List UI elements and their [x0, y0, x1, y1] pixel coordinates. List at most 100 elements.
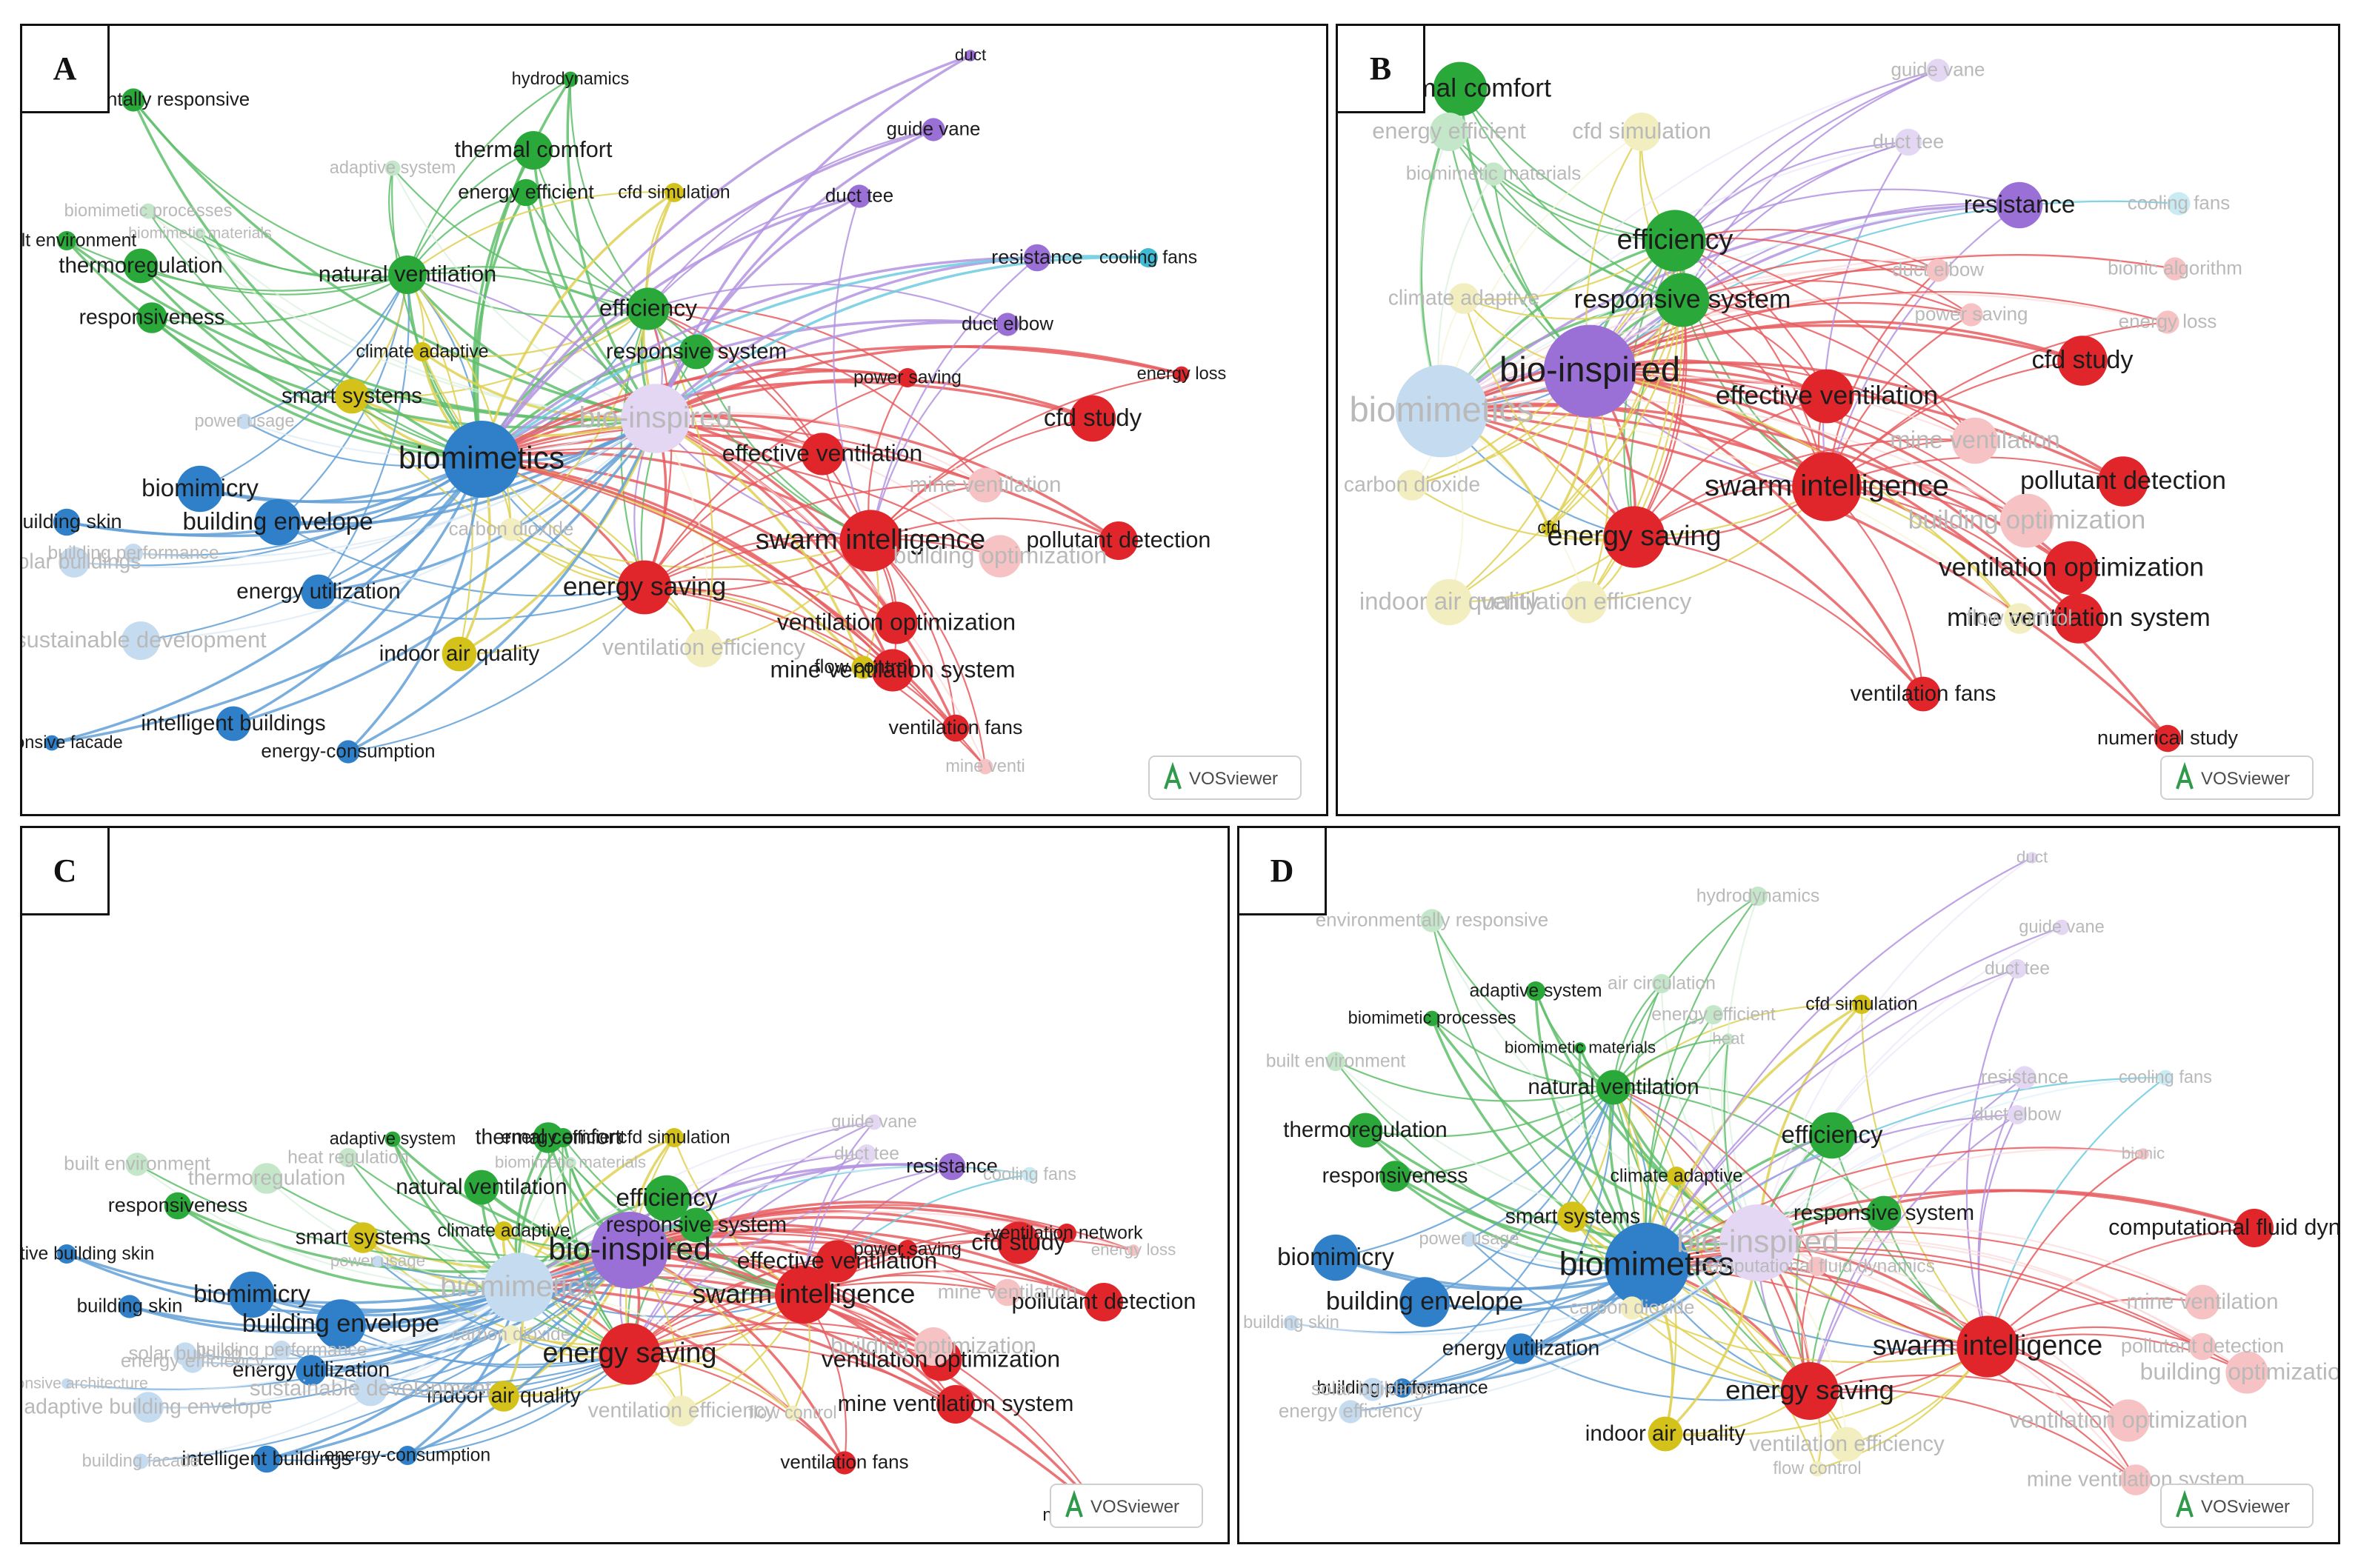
node-biomimetics[interactable]	[484, 1252, 553, 1322]
node-biomimetic-materials[interactable]	[1574, 1042, 1586, 1054]
node-heat-regulation[interactable]	[339, 1148, 358, 1167]
node-mine-ventilation[interactable]	[1951, 417, 1999, 464]
node-biomimicry[interactable]	[228, 1271, 276, 1318]
node-energy-loss[interactable]	[1173, 366, 1190, 382]
node-pollutant-detection[interactable]	[1099, 521, 1138, 560]
node-guide-vane[interactable]	[1926, 59, 1950, 82]
node-thermoregulation[interactable]	[1348, 1112, 1383, 1148]
node-flow-control[interactable]	[1809, 1461, 1825, 1477]
node-biomimicry[interactable]	[176, 465, 224, 513]
node-flow-control[interactable]	[785, 1405, 801, 1421]
node-bio-inspired[interactable]	[621, 384, 690, 453]
node-numerical-study[interactable]	[2154, 724, 2182, 753]
node-bio-inspired[interactable]	[591, 1212, 668, 1289]
node-cfd-simulation[interactable]	[1622, 113, 1661, 151]
node-building-facade[interactable]	[133, 1453, 149, 1469]
node-power-usage[interactable]	[1461, 1231, 1477, 1247]
node-energy-saving[interactable]	[599, 1323, 661, 1385]
node-ventilation-fans[interactable]	[1905, 676, 1941, 712]
node-building-performance[interactable]	[272, 1341, 291, 1360]
node-energy-efficient[interactable]	[1430, 113, 1468, 151]
node-duct-tee[interactable]	[1894, 128, 1922, 156]
node-indoor-air-quality[interactable]	[1648, 1416, 1683, 1452]
node-duct[interactable]	[2026, 852, 2038, 864]
node-responsive-system[interactable]	[679, 1207, 714, 1243]
node-carbon-dioxide[interactable]	[499, 518, 523, 541]
node-thermal-comfort[interactable]	[533, 1122, 564, 1153]
node-swarm-intelligence[interactable]	[775, 1266, 833, 1324]
node-adaptive-system[interactable]	[1526, 981, 1545, 1001]
node-responsive-system[interactable]	[1655, 273, 1710, 327]
node-ventilation-network[interactable]	[1057, 1224, 1076, 1243]
node-thermal-comfort[interactable]	[1433, 61, 1488, 116]
node-cooling-fans[interactable]	[1022, 1167, 1038, 1183]
node-environmentally-responsive[interactable]	[121, 88, 145, 112]
node-cfd-study[interactable]	[1069, 395, 1116, 442]
node-mine-venti[interactable]	[977, 758, 993, 775]
node-biomimetic-processes[interactable]	[140, 203, 156, 219]
node-building-performance[interactable]	[124, 544, 143, 563]
node-biomimetics[interactable]	[1395, 364, 1488, 458]
node-flow-control[interactable]	[851, 655, 875, 679]
node-resistance[interactable]	[2013, 1066, 2036, 1090]
node-responsiveness[interactable]	[1379, 1161, 1411, 1192]
node-intelligent-buildings[interactable]	[253, 1445, 281, 1473]
node-adaptive-system[interactable]	[384, 160, 401, 176]
node-efficiency[interactable]	[1808, 1112, 1856, 1159]
node-power-saving[interactable]	[898, 1240, 917, 1259]
node-biomimetics[interactable]	[1604, 1222, 1690, 1308]
node-thermoregulation[interactable]	[123, 248, 159, 284]
node-pollutant-detection[interactable]	[2098, 456, 2148, 507]
node-energy-efficient[interactable]	[553, 1128, 573, 1147]
node-responsive-architecture[interactable]	[61, 1378, 72, 1389]
node-building-performance[interactable]	[1393, 1378, 1412, 1398]
node-swarm-intelligence[interactable]	[1792, 452, 1862, 521]
node-guide-vane[interactable]	[866, 1114, 882, 1130]
node-mine-ventilation-system[interactable]	[871, 649, 914, 692]
node-natural-ventilation[interactable]	[464, 1170, 499, 1205]
node-sustainable-development[interactable]	[121, 621, 160, 660]
node-climate-adaptive[interactable]	[1667, 1167, 1686, 1186]
node-energy-efficiency[interactable]	[1339, 1400, 1362, 1424]
node-carbon-dioxide[interactable]	[502, 1325, 521, 1344]
node-climate-adaptive[interactable]	[494, 1221, 513, 1241]
node-resistance[interactable]	[938, 1152, 966, 1181]
node-cfd-simulation[interactable]	[1852, 995, 1871, 1014]
node-ventilation-optimization[interactable]	[2044, 541, 2099, 595]
node-biomimicry[interactable]	[1312, 1234, 1359, 1281]
node-energy-utilization[interactable]	[1505, 1333, 1536, 1364]
node-energy-saving[interactable]	[617, 560, 672, 615]
node-building-optimization[interactable]	[1999, 493, 2054, 548]
node-hydrodynamics[interactable]	[1748, 887, 1768, 906]
node-solar-buildings[interactable]	[59, 547, 90, 578]
node-environmentally-responsive[interactable]	[1420, 909, 1444, 933]
node-mine-ventilation-system[interactable]	[2054, 593, 2104, 644]
node-mine-ventilation[interactable]	[993, 1278, 1022, 1307]
node-solar-buildings[interactable]	[1361, 1378, 1385, 1401]
node-indoor-air-quality[interactable]	[1425, 578, 1473, 626]
node-building-skin[interactable]	[1283, 1315, 1299, 1331]
node-building-envelope[interactable]	[1399, 1277, 1450, 1327]
node-responsive-facade[interactable]	[44, 735, 60, 751]
node-responsive-system[interactable]	[679, 334, 714, 370]
node-efficiency[interactable]	[643, 1175, 690, 1222]
node-cooling-fans[interactable]	[1139, 248, 1158, 267]
node-building-optimization[interactable]	[979, 535, 1022, 578]
node-smart-systems[interactable]	[1557, 1201, 1588, 1232]
node-bio-inspired[interactable]	[1719, 1204, 1796, 1281]
node-carbon-dioxide[interactable]	[1396, 470, 1428, 501]
node-duct[interactable]	[965, 50, 976, 61]
node-smart-systems[interactable]	[347, 1222, 379, 1253]
node-energy-consumption[interactable]	[336, 740, 360, 764]
node-bionic-algorithm[interactable]	[2163, 257, 2187, 281]
node-adaptive-building-envelope[interactable]	[133, 1392, 164, 1423]
node-mine-ventilation[interactable]	[2185, 1284, 2220, 1320]
node-energy-loss[interactable]	[2156, 310, 2179, 334]
node-energy-efficiency[interactable]	[181, 1350, 204, 1373]
node-cooling-fans[interactable]	[2167, 192, 2191, 216]
node-cfd[interactable]	[1541, 520, 1557, 536]
node-energy-consumption[interactable]	[398, 1446, 417, 1465]
